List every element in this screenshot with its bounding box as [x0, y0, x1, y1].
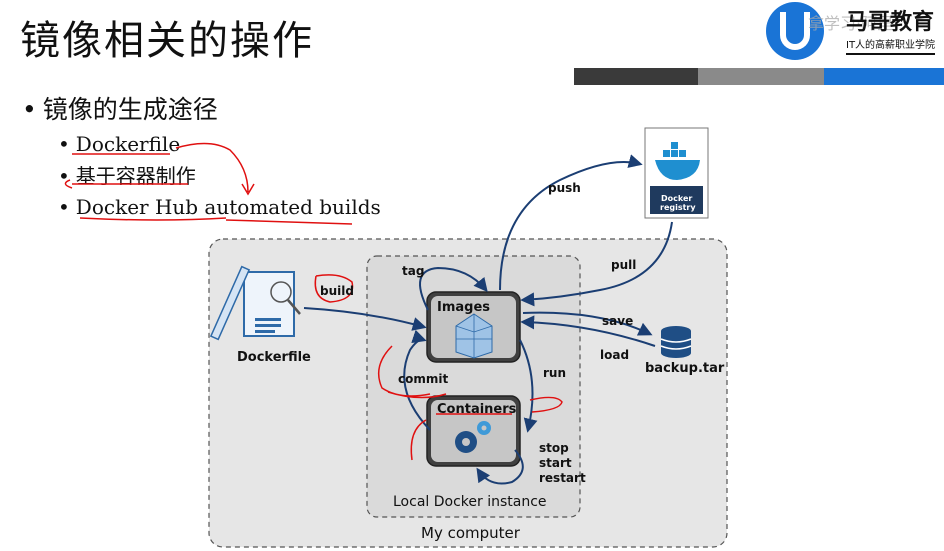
tag-arrow-label: tag [402, 264, 425, 278]
registry-label-line1: Docker [661, 194, 693, 203]
brand-tagline: IT人的高薪职业学院 [846, 36, 936, 55]
backup-label: backup.tar [645, 361, 725, 376]
containers-label: Containers [437, 402, 517, 417]
docker-registry-icon [644, 127, 709, 219]
images-label: Images [437, 300, 491, 315]
dockerfile-label: Dockerfile [237, 350, 311, 365]
push-arrow-label: push [548, 181, 581, 195]
title-divider-bar [574, 68, 944, 85]
pull-arrow-label: pull [611, 258, 637, 272]
save-arrow-label: save [602, 314, 634, 328]
brand-logo: 拿学习·阿里 马哥教育 IT人的高薪职业学院 [766, 2, 944, 64]
registry-label-line2: registry [660, 203, 696, 212]
bullet-item: •Docker Hub automated builds [58, 195, 381, 219]
restart-arrow-label: restart [539, 471, 586, 485]
handwritten-annotations [64, 142, 563, 461]
containers-box-inner [431, 400, 516, 462]
gears-icon [455, 421, 491, 453]
brand-name: 马哥教育 [846, 10, 935, 35]
bullet-heading-text: 镜像的生成途径 [42, 95, 218, 124]
start-arrow-label: start [539, 456, 572, 470]
bullet-item: •Dockerfile [58, 132, 181, 156]
load-arrow-label: load [600, 348, 630, 362]
watermark-text: 拿学习·阿里 [808, 14, 894, 33]
bullet-item-text: Dockerfile [75, 132, 181, 156]
build-arrow-label: build [320, 284, 354, 298]
commit-arrow-label: commit [398, 372, 449, 386]
run-arrow-label: run [543, 366, 567, 380]
dockerfile-icon [209, 265, 301, 341]
slide-title: 镜像相关的操作 [20, 18, 314, 64]
backup-database-icon [660, 326, 692, 358]
bullet-item-text: Docker Hub automated builds [75, 195, 381, 219]
stop-arrow-label: stop [539, 441, 569, 455]
image-layers-icon [455, 313, 493, 359]
brand-logo-icon [766, 2, 824, 60]
diagram-arrows [303, 154, 673, 485]
local-docker-label: Local Docker instance [393, 494, 547, 510]
bullet-heading: •镜像的生成途径 [22, 95, 218, 124]
my-computer-label: My computer [421, 524, 520, 542]
